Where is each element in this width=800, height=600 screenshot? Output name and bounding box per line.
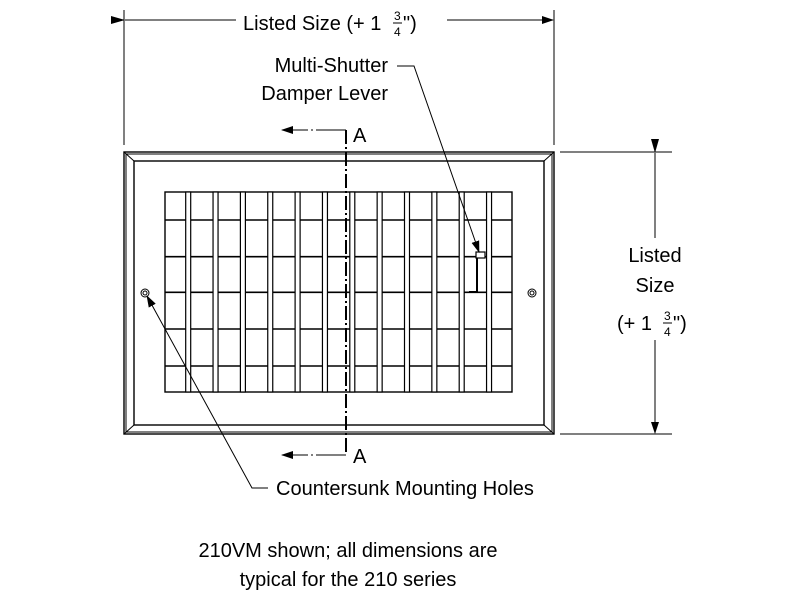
section-line-a: A A [281, 125, 367, 468]
fraction-numerator: 3 [394, 9, 401, 23]
height-dimension: Listed Size (+ 1 3 4 ") [560, 139, 687, 435]
section-mark-bottom: A [353, 446, 367, 468]
vertical-louver [349, 191, 356, 393]
vertical-louver [321, 191, 329, 393]
grille-frame [123, 151, 555, 435]
lever-label-line1: Multi-Shutter [275, 55, 389, 77]
vertical-louver [376, 191, 383, 393]
caption-line2: typical for the 210 series [240, 569, 457, 591]
lever-callout: Multi-Shutter Damper Lever [261, 55, 480, 253]
lever-label-line2: Damper Lever [261, 83, 388, 105]
vertical-louver [485, 191, 493, 393]
vertical-louver [239, 191, 246, 393]
fraction-denominator: 4 [394, 25, 401, 39]
height-label-line1: Listed [628, 245, 681, 267]
vertical-louver [267, 191, 274, 393]
mounting-hole-left [140, 288, 150, 298]
holes-callout: Countersunk Mounting Holes [146, 295, 534, 500]
width-label: Listed Size (+ 1 [243, 13, 381, 35]
mounting-hole-right [527, 288, 537, 298]
louver-grid [165, 191, 512, 393]
damper-lever [469, 251, 486, 293]
vertical-louver [431, 191, 438, 393]
width-label-suffix: ") [403, 13, 417, 35]
vertical-louver [185, 191, 192, 393]
section-mark-top: A [353, 125, 367, 147]
fraction-numerator: 3 [664, 309, 671, 323]
vertical-louver [458, 191, 465, 393]
vertical-louver [294, 191, 301, 393]
width-dimension: Listed Size (+ 1 3 4 ") [111, 9, 555, 145]
holes-label: Countersunk Mounting Holes [276, 478, 534, 500]
height-label-suffix: ") [673, 313, 687, 335]
caption-line1: 210VM shown; all dimensions are [198, 540, 497, 562]
vertical-louver [212, 191, 219, 393]
height-label-prefix: (+ 1 [617, 313, 652, 335]
height-label-line2: Size [636, 275, 675, 297]
vertical-louver [403, 191, 411, 393]
fraction-denominator: 4 [664, 325, 671, 339]
